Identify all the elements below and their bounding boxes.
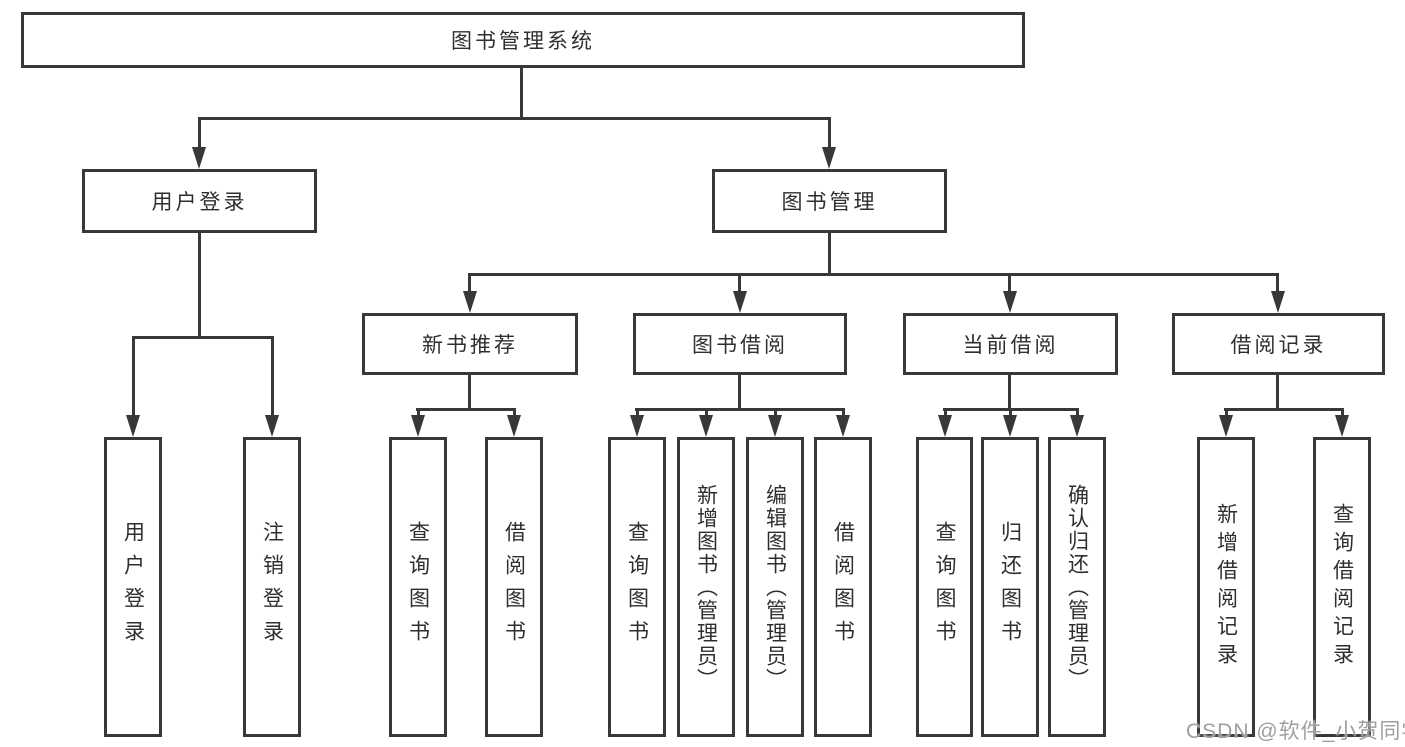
connector-line [636,408,639,418]
connector-line [842,408,845,418]
node-label: 确认归还（管理员） [1065,483,1089,691]
connector-line [1276,273,1279,295]
arrowhead-icon [507,415,521,437]
connector-line [738,273,741,295]
node-root-system: 图书管理系统 [21,12,1025,68]
arrowhead-icon [699,415,713,437]
arrowhead-icon [126,415,140,437]
connector-line [271,336,274,418]
node-label: 查询借阅记录 [1330,503,1354,671]
arrowhead-icon [411,415,425,437]
node-book-management: 图书管理 [712,169,947,233]
connector-line [468,273,471,295]
connector-line [468,273,1279,276]
leaf-query-books-current: 查询图书 [916,437,973,737]
connector-line [1225,408,1228,418]
arrowhead-icon [768,415,782,437]
node-label: 用户登录 [151,191,248,214]
arrowhead-icon [1070,415,1084,437]
connector-line [416,408,516,411]
connector-line [1224,408,1344,411]
leaf-query-books-borrowing: 查询图书 [608,437,666,737]
connector-line [1009,408,1012,418]
node-label: 图书借阅 [692,334,788,357]
arrowhead-icon [836,415,850,437]
leaf-logout: 注销登录 [243,437,301,737]
arrowhead-icon [938,415,952,437]
leaf-return-books: 归还图书 [981,437,1039,737]
leaf-user-login: 用户登录 [104,437,162,737]
node-label: 新书推荐 [422,334,518,357]
connector-line [1008,273,1011,295]
connector-line [1008,375,1011,411]
arrowhead-icon [463,291,477,313]
connector-line [1076,408,1079,418]
connector-line [828,117,831,150]
connector-line [198,117,831,120]
arrowhead-icon [733,291,747,313]
leaf-add-book-admin: 新增图书（管理员） [677,437,735,737]
arrowhead-icon [630,415,644,437]
node-current-borrowing: 当前借阅 [903,313,1118,375]
csdn-watermark: CSDN @软件_小贺同学 [1186,720,1405,743]
connector-line [132,336,274,339]
node-label: 借阅记录 [1230,334,1327,357]
node-label: 新增图书（管理员） [694,483,718,691]
node-borrow-records: 借阅记录 [1172,313,1385,375]
node-label: 查询图书 [406,521,430,653]
node-label: 用户登录 [121,521,145,653]
arrowhead-icon [1003,291,1017,313]
node-label: 新增借阅记录 [1214,503,1238,671]
arrowhead-icon [192,147,206,169]
arrowhead-icon [1003,415,1017,437]
arrowhead-icon [822,147,836,169]
connector-line [132,336,135,418]
connector-line [198,117,201,150]
connector-line [513,408,516,418]
connector-line [828,233,831,276]
connector-line [198,233,201,338]
node-label: 查询图书 [933,521,956,653]
node-label: 图书管理系统 [451,30,595,53]
connector-line [520,68,523,120]
leaf-add-borrow-record: 新增借阅记录 [1197,437,1255,737]
node-label: 编辑图书（管理员） [763,483,787,691]
leaf-confirm-return-admin: 确认归还（管理员） [1048,437,1106,737]
leaf-edit-book-admin: 编辑图书（管理员） [746,437,804,737]
node-label: 当前借阅 [962,334,1059,357]
leaf-borrow-books-recommend: 借阅图书 [485,437,543,737]
connector-line [738,375,741,411]
leaf-query-books-recommend: 查询图书 [389,437,447,737]
connector-line [705,408,708,418]
connector-line [774,408,777,418]
node-label: 借阅图书 [502,521,526,653]
node-label: 借阅图书 [831,521,855,653]
connector-line [635,408,845,411]
connector-line [944,408,947,418]
arrowhead-icon [1271,291,1285,313]
arrowhead-icon [265,415,279,437]
node-user-login: 用户登录 [82,169,317,233]
node-label: 查询图书 [625,521,649,653]
node-label: 图书管理 [781,191,878,214]
node-book-borrowing: 图书借阅 [633,313,847,375]
connector-line [417,408,420,418]
connector-line [1276,375,1279,411]
leaf-query-borrow-record: 查询借阅记录 [1313,437,1371,737]
node-label: 注销登录 [260,521,284,653]
arrowhead-icon [1335,415,1349,437]
arrowhead-icon [1219,415,1233,437]
connector-line [1341,408,1344,418]
leaf-borrow-books: 借阅图书 [814,437,872,737]
node-label: 归还图书 [998,521,1022,653]
node-new-book-recommend: 新书推荐 [362,313,578,375]
connector-line [468,375,471,411]
